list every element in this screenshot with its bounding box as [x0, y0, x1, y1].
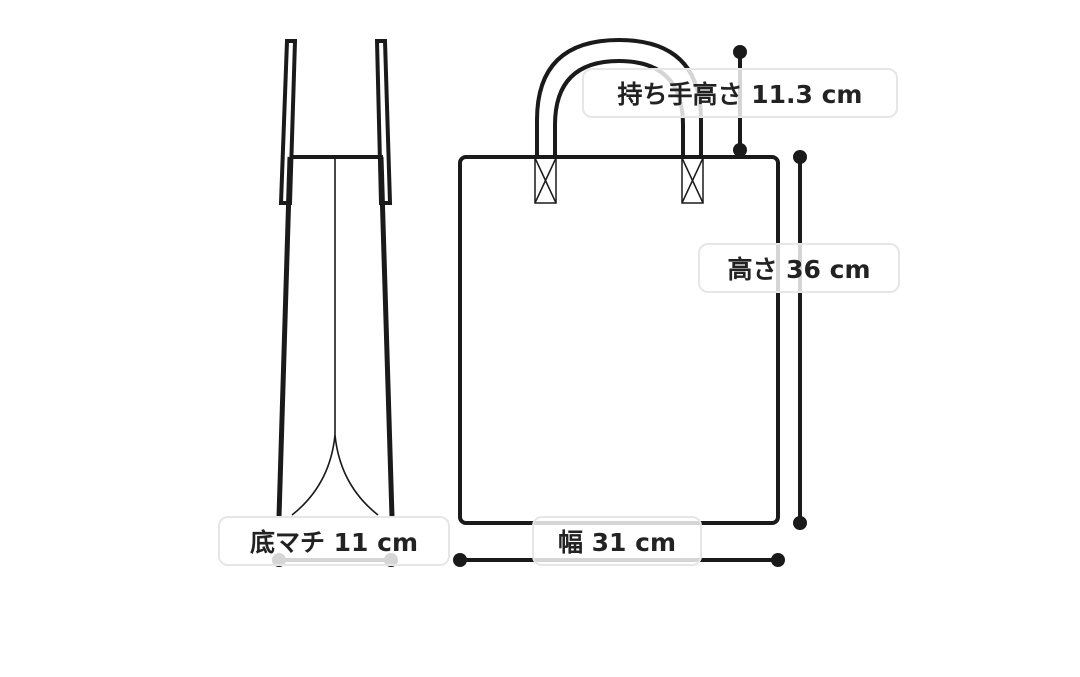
- side-right-strap: [374, 39, 393, 205]
- bag-body: [458, 155, 780, 525]
- gusset-label: 底マチ 11 cm: [218, 516, 450, 566]
- width-label: 幅 31 cm: [532, 516, 702, 566]
- side-left-edge: [276, 156, 293, 518]
- side-center-fold: [291, 157, 379, 516]
- dimension-lines: [279, 52, 802, 562]
- handle-tab-right: [681, 157, 704, 204]
- side-right-edge: [378, 156, 395, 518]
- handle-height-label: 持ち手高さ 11.3 cm: [582, 68, 898, 118]
- handle-tab-left: [534, 157, 557, 204]
- height-label: 高さ 36 cm: [698, 243, 900, 293]
- dimension-dots: [272, 45, 807, 567]
- side-view: [276, 39, 395, 518]
